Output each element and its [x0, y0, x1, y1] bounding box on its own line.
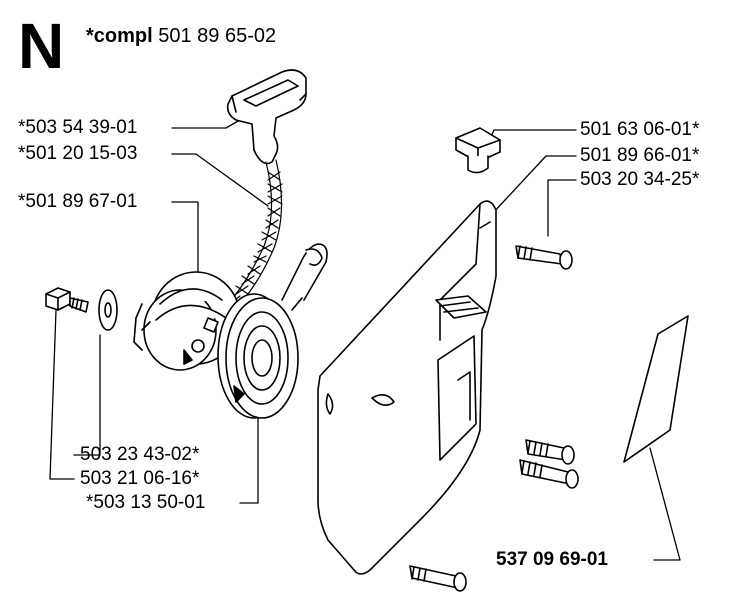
- callout-cover-screw: 503 20 34-25*: [580, 169, 700, 190]
- compl-number: 501 89 65-02: [158, 25, 277, 47]
- leader-lines: [49, 119, 681, 561]
- callout-spring: *503 13 50-01: [86, 492, 206, 513]
- cover-screw-mid2-shape: [519, 459, 579, 489]
- starter-cover-shape: [317, 200, 497, 575]
- decal-shape: [623, 315, 689, 463]
- callout-rope: *501 20 15-03: [18, 143, 138, 164]
- callout-handle: *503 54 39-01: [18, 117, 138, 138]
- spring-housing-shape: [217, 243, 328, 419]
- callout-decal: 537 09 69-01: [496, 549, 608, 570]
- cover-screw-top-shape: [515, 245, 573, 270]
- callout-grommet: 501 63 06-01*: [580, 119, 700, 140]
- grommet-shape: [455, 127, 501, 174]
- callout-cover: 501 89 66-01*: [580, 145, 700, 166]
- compl-prefix: *compl: [86, 25, 153, 47]
- assembly-number: *compl 501 89 65-02: [86, 24, 276, 48]
- starter-handle-shape: [226, 69, 307, 165]
- section-letter: N: [18, 10, 65, 82]
- cover-screw-bottom-shape: [409, 565, 467, 592]
- pulley-shape: [133, 271, 241, 371]
- cover-screw-mid1-shape: [525, 439, 575, 465]
- callout-washer: 503 23 43-02*: [80, 444, 200, 465]
- small-screw-shape: [45, 287, 89, 313]
- callout-screw-small: 503 21 06-16*: [80, 468, 200, 489]
- washer-shape: [98, 289, 118, 331]
- callout-pulley: *501 89 67-01: [18, 191, 138, 212]
